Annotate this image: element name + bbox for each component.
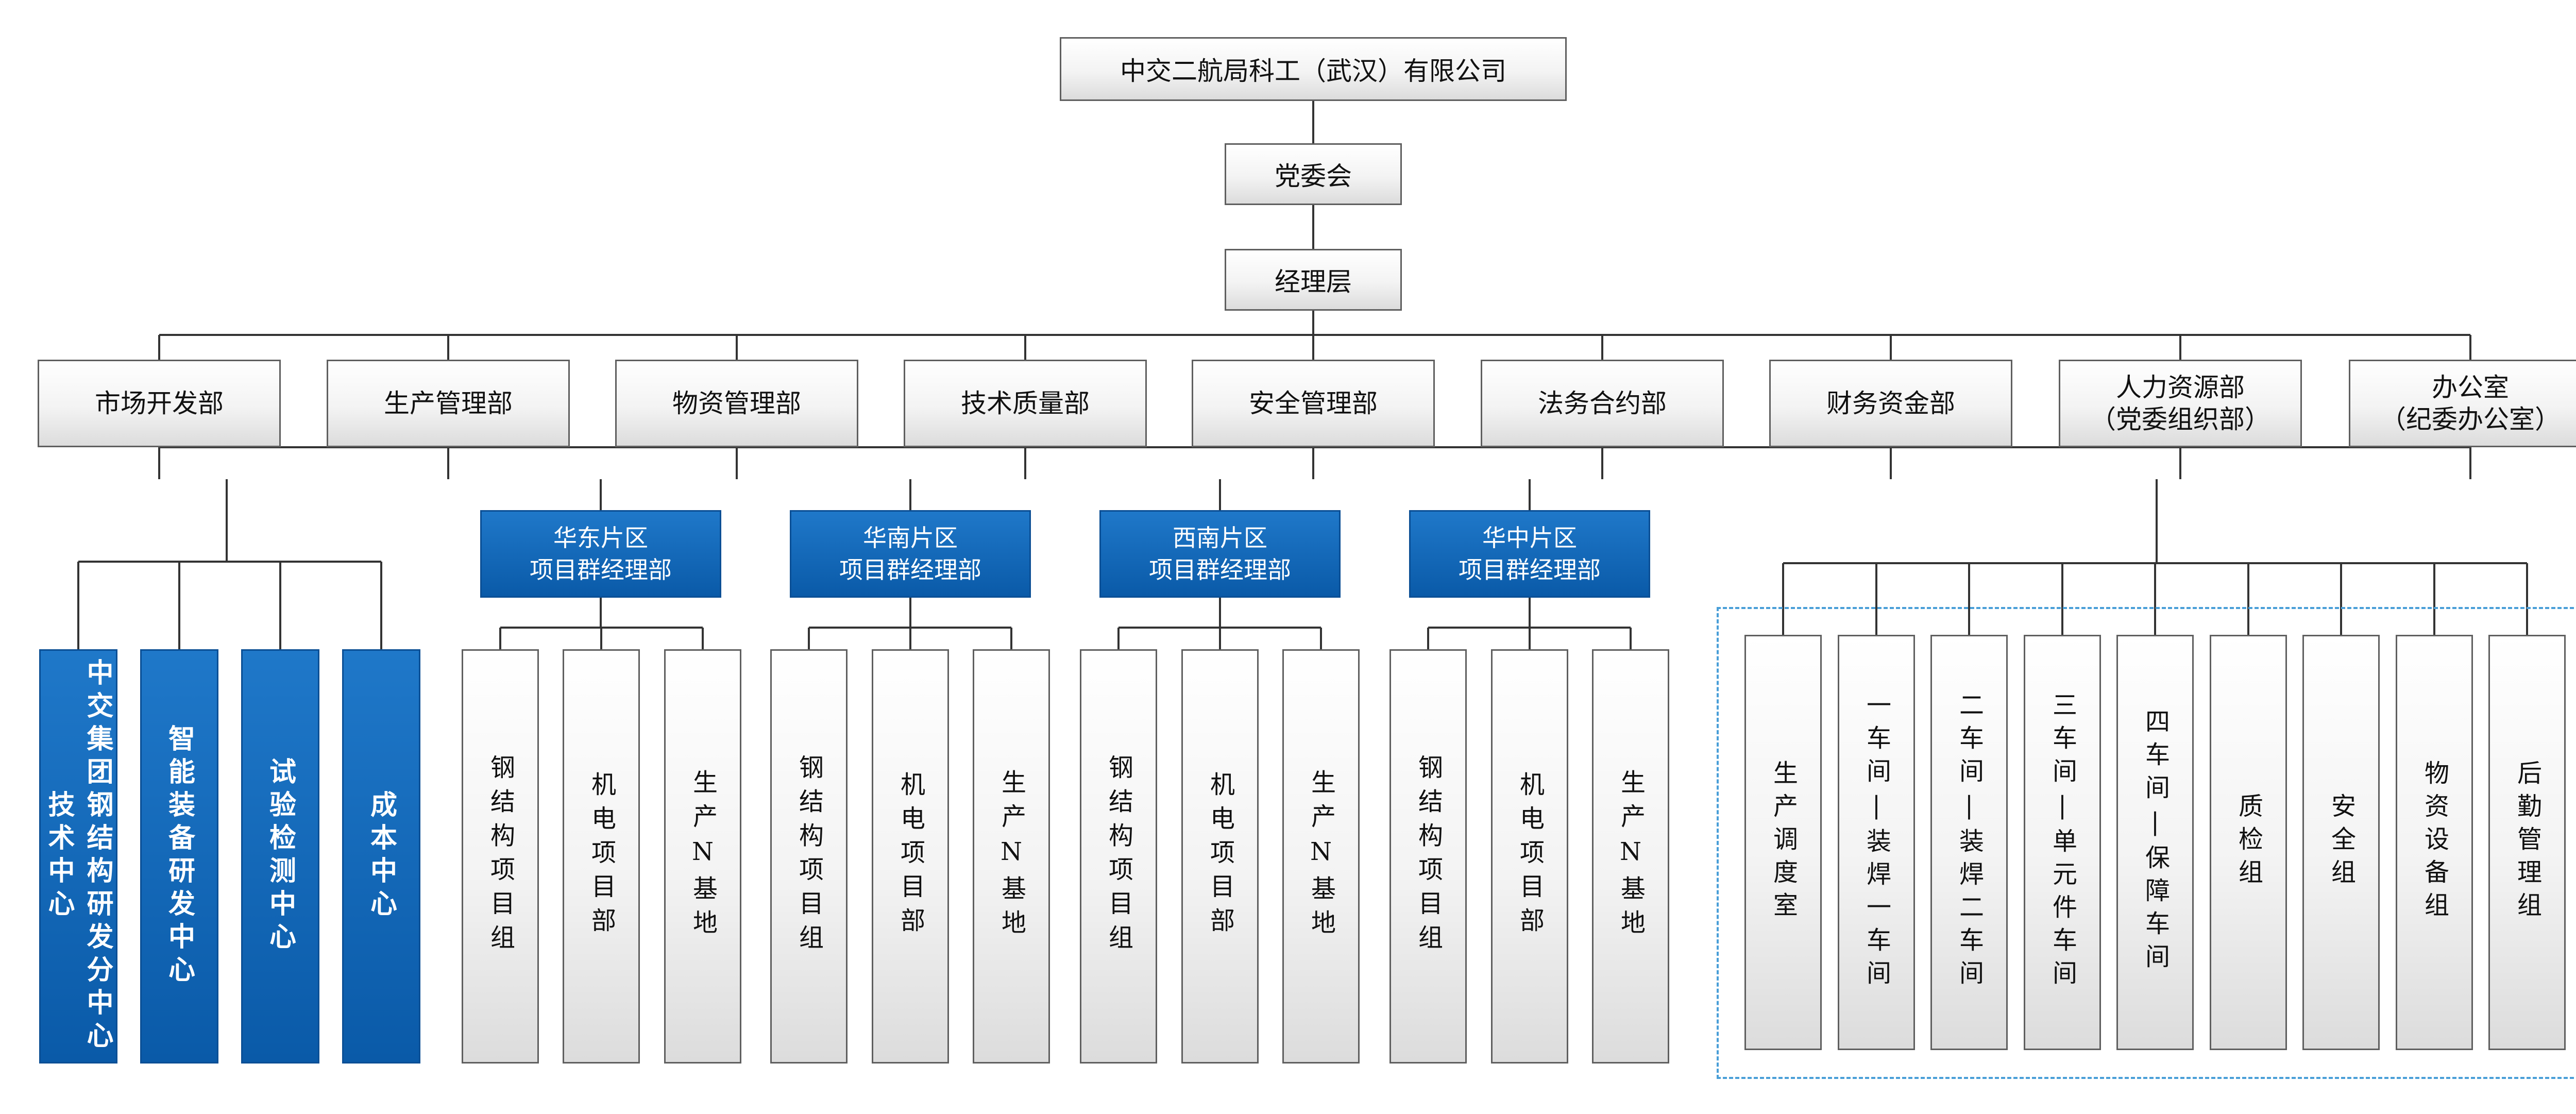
sub-label: 生产N基地: [997, 769, 1026, 943]
south-electromech-dept: 机电项目部: [872, 649, 949, 1064]
workshops-group-outline: [1717, 607, 2576, 1079]
region-label: 华中片区: [1482, 524, 1577, 552]
sub-label: 钢结构项目组: [1104, 754, 1133, 958]
central-steel-group: 钢结构项目组: [1389, 649, 1467, 1064]
logistics-management-group: 后勤管理组: [2488, 635, 2566, 1050]
southwest-production-base: 生产N基地: [1282, 649, 1360, 1064]
workshop-4: 四车间|保障车间: [2116, 635, 2194, 1050]
workshop-dispatch-room: 生产调度室: [1744, 635, 1822, 1050]
center-tech-col1: 技术中心: [43, 790, 74, 922]
sub-label: 机电项目部: [1206, 771, 1234, 941]
workshop-label: 质检组: [2234, 793, 2263, 892]
workshop-label: 四车间|保障车间: [2141, 708, 2170, 976]
party-committee-label: 党委会: [1275, 161, 1352, 191]
dept-market-development: 市场开发部: [38, 360, 281, 447]
east-electromech-dept: 机电项目部: [563, 649, 640, 1064]
sub-label: 机电项目部: [587, 771, 616, 941]
dept-finance: 财务资金部: [1769, 360, 2012, 447]
east-production-base: 生产N基地: [664, 649, 741, 1064]
center-cost: 成本中心: [342, 649, 420, 1064]
dept-materials-management: 物资管理部: [615, 360, 858, 447]
dept-label: 法务合约部: [1538, 389, 1667, 418]
region-label: 华南片区: [863, 524, 958, 552]
workshop-label: 生产调度室: [1769, 760, 1798, 925]
region-south-china: 华南片区 项目群经理部: [790, 510, 1031, 598]
center-label: 智能装备研发中心: [163, 724, 195, 988]
region-label: 华东片区: [553, 524, 648, 552]
dept-human-resources: 人力资源部 （党委组织部）: [2059, 360, 2302, 447]
dept-label: 生产管理部: [384, 389, 513, 418]
sub-label: 钢结构项目组: [794, 754, 823, 958]
workshop-2: 二车间|装焊二车间: [1930, 635, 2008, 1050]
dept-label: 财务资金部: [1826, 389, 1955, 418]
dept-label: 办公室: [2432, 373, 2509, 402]
workshop-label: 一车间|装焊一车间: [1862, 692, 1891, 993]
region-east-china: 华东片区 项目群经理部: [480, 510, 721, 598]
region-sublabel: 项目群经理部: [530, 556, 672, 584]
workshop-label: 安全组: [2327, 793, 2355, 892]
sub-label: 钢结构项目组: [486, 754, 515, 958]
sub-label: 机电项目部: [896, 771, 925, 941]
dept-label: 技术质量部: [961, 389, 1090, 418]
region-sublabel: 项目群经理部: [1149, 556, 1291, 584]
dept-label: 人力资源部: [2116, 373, 2245, 402]
region-sublabel: 项目群经理部: [839, 556, 981, 584]
dept-legal-contracts: 法务合约部: [1481, 360, 1724, 447]
workshop-1: 一车间|装焊一车间: [1838, 635, 1915, 1050]
sub-label: 机电项目部: [1515, 771, 1544, 941]
sub-label: 生产N基地: [1307, 769, 1335, 943]
dept-label: 市场开发部: [95, 389, 224, 418]
workshop-label: 三车间|单元件车间: [2048, 692, 2077, 993]
safety-group: 安全组: [2302, 635, 2380, 1050]
management-label: 经理层: [1275, 267, 1352, 297]
workshop-3: 三车间|单元件车间: [2024, 635, 2101, 1050]
sub-label: 生产N基地: [1616, 769, 1645, 943]
southwest-steel-group: 钢结构项目组: [1080, 649, 1157, 1064]
dept-label: 物资管理部: [672, 389, 801, 418]
quality-inspection-group: 质检组: [2210, 635, 2287, 1050]
center-intelligent-equipment: 智能装备研发中心: [140, 649, 218, 1064]
south-production-base: 生产N基地: [973, 649, 1050, 1064]
company-box: 中交二航局科工（武汉）有限公司: [1060, 37, 1567, 101]
sub-label: 钢结构项目组: [1414, 754, 1443, 958]
management-box: 经理层: [1225, 249, 1402, 311]
center-testing: 试验检测中心: [241, 649, 319, 1064]
region-central-china: 华中片区 项目群经理部: [1409, 510, 1650, 598]
dept-label: 安全管理部: [1249, 389, 1378, 418]
sub-label: 生产N基地: [688, 769, 717, 943]
company-name: 中交二航局科工（武汉）有限公司: [1120, 56, 1506, 86]
region-label: 西南片区: [1173, 524, 1267, 552]
center-tech-col2: 中交集团钢结构研发分中心: [82, 659, 113, 1054]
dept-sublabel: （纪委办公室）: [2380, 404, 2561, 434]
southwest-electromech-dept: 机电项目部: [1181, 649, 1259, 1064]
center-label: 成本中心: [365, 790, 397, 922]
east-steel-group: 钢结构项目组: [462, 649, 539, 1064]
dept-technical-quality: 技术质量部: [904, 360, 1147, 447]
dept-safety-management: 安全管理部: [1192, 360, 1435, 447]
materials-equipment-group: 物资设备组: [2396, 635, 2473, 1050]
dept-production-management: 生产管理部: [327, 360, 570, 447]
party-committee-box: 党委会: [1225, 143, 1402, 205]
workshop-label: 物资设备组: [2420, 760, 2449, 925]
workshop-label: 后勤管理组: [2513, 760, 2541, 925]
dept-office: 办公室 （纪委办公室）: [2349, 360, 2576, 447]
workshop-label: 二车间|装焊二车间: [1955, 692, 1984, 993]
south-steel-group: 钢结构项目组: [770, 649, 848, 1064]
center-tech: 技术中心 中交集团钢结构研发分中心: [39, 649, 117, 1064]
region-southwest: 西南片区 项目群经理部: [1099, 510, 1341, 598]
central-production-base: 生产N基地: [1592, 649, 1669, 1064]
central-electromech-dept: 机电项目部: [1491, 649, 1568, 1064]
dept-sublabel: （党委组织部）: [2090, 404, 2270, 434]
center-label: 试验检测中心: [264, 757, 296, 955]
region-sublabel: 项目群经理部: [1459, 556, 1601, 584]
